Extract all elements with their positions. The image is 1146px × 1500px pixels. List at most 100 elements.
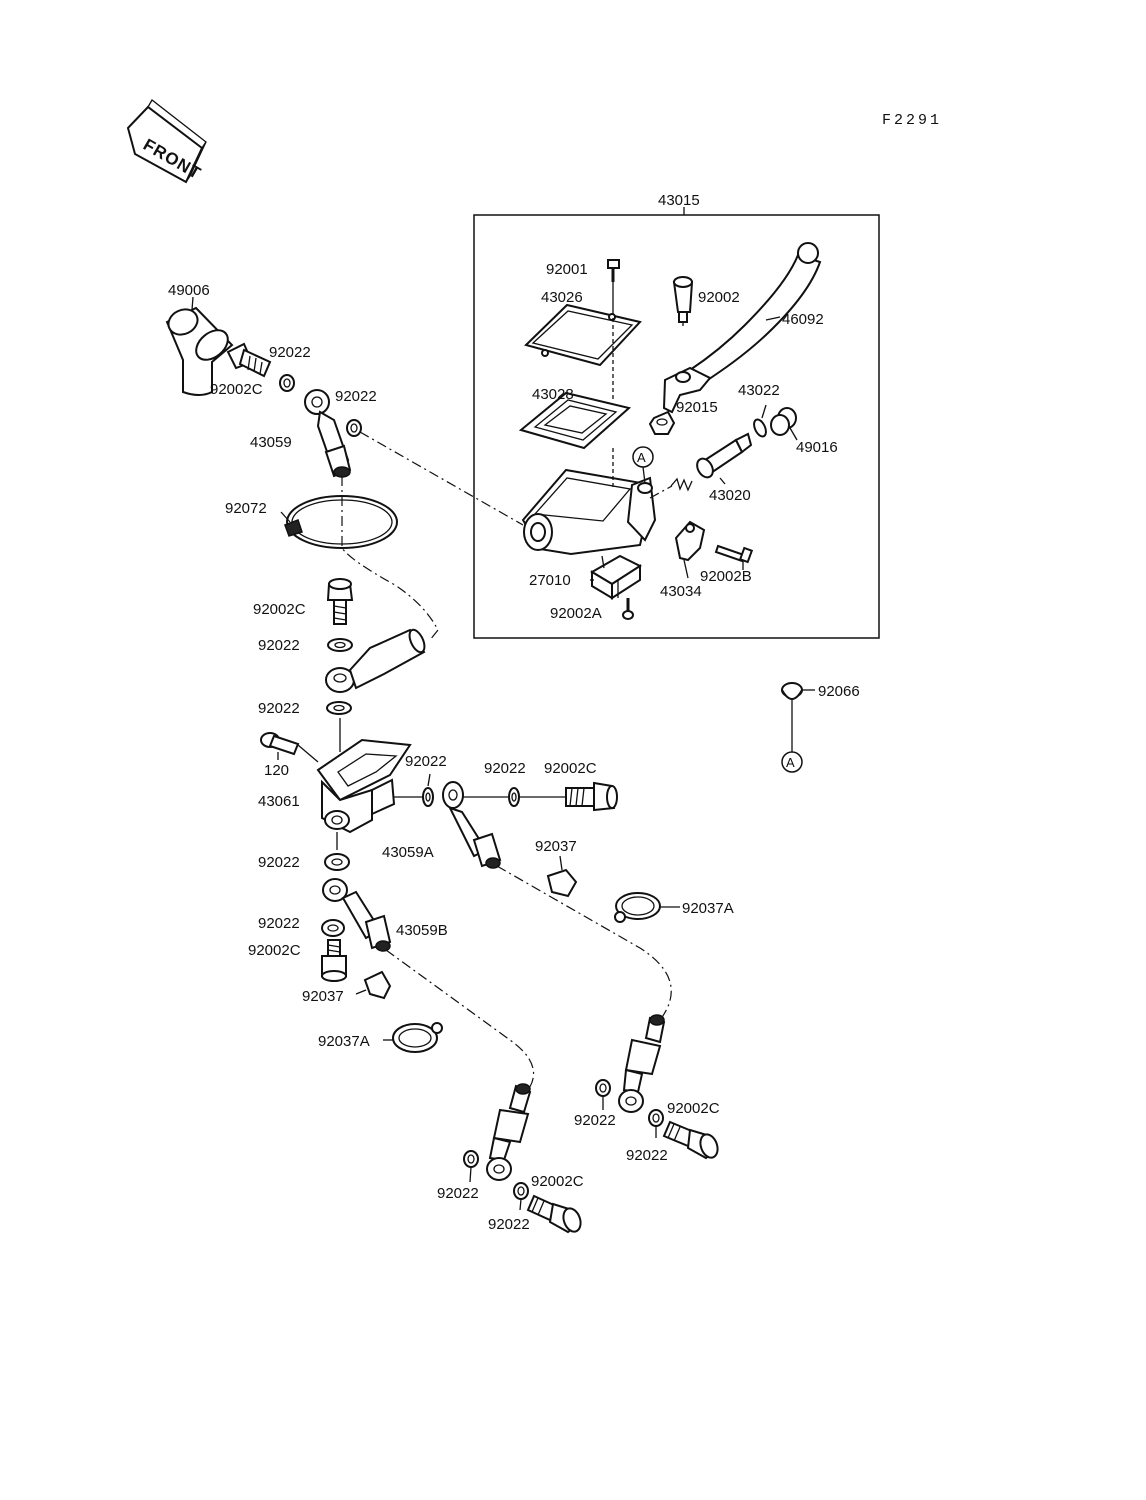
holder-43034 (674, 520, 706, 579)
marker-a-label: A (637, 450, 646, 465)
master-cylinder-body (521, 448, 657, 556)
label-43059A: 43059A (382, 844, 434, 861)
front-arrow: FRONT (126, 99, 207, 184)
label-92002C-a: 92002C (210, 381, 263, 398)
label-43022: 43022 (738, 382, 780, 399)
label-92022-i: 92022 (437, 1185, 479, 1202)
banjo-bolt-92002C-f (662, 1120, 719, 1160)
cap-92066 (781, 682, 815, 752)
label-92015: 92015 (676, 399, 718, 416)
banjo-bolt-92002C-d (321, 939, 347, 982)
label-92002C-d: 92002C (248, 942, 301, 959)
label-92022-e: 92022 (405, 753, 447, 770)
hose-fitting-43059B (322, 878, 392, 952)
label-92022-a: 92022 (269, 344, 311, 361)
washer-92022-l (648, 1109, 664, 1138)
banjo-bolt-92002C-upper (226, 342, 272, 378)
diaphragm-43028 (518, 318, 632, 450)
screw-92001 (607, 259, 620, 318)
washer-92022-b (346, 419, 362, 437)
label-43020: 43020 (709, 487, 751, 504)
brake-lever-46092 (662, 242, 822, 414)
clip-92037-right (546, 855, 578, 898)
label-92001: 92001 (546, 261, 588, 278)
label-43028: 43028 (532, 386, 574, 403)
joint-block-43061 (316, 718, 422, 850)
nut-92015 (648, 410, 676, 435)
washer-92022-a (279, 374, 295, 392)
label-92022-d: 92022 (258, 700, 300, 717)
label-43059B: 43059B (396, 922, 448, 939)
master-cylinder-assembly-box: 43015 (473, 192, 880, 639)
label-49006: 49006 (168, 282, 210, 299)
screw-92002A (622, 598, 634, 620)
banjo-bolt-92002C-b (326, 578, 354, 625)
washer-92022-e (422, 773, 434, 807)
label-92037-a: 92037 (535, 838, 577, 855)
label-120: 120 (264, 762, 289, 779)
label-43026: 43026 (541, 289, 583, 306)
label-43061: 43061 (258, 793, 300, 810)
marker-a-label-2: A (786, 755, 795, 770)
hose-run-left (385, 949, 535, 1091)
label-92022-g: 92022 (258, 854, 300, 871)
clamp-92037A-right (614, 892, 680, 923)
label-92002C-e: 92002C (531, 1173, 584, 1190)
washer-92022-f (508, 787, 566, 807)
label-92037A-b: 92037A (318, 1033, 370, 1050)
hose-run-upper (341, 476, 439, 641)
washer-92022-j (513, 1182, 529, 1211)
clamp-92037A-left (383, 1022, 443, 1053)
label-92022-j: 92022 (488, 1216, 530, 1233)
label-92022-h: 92022 (258, 915, 300, 932)
washer-92022-k (595, 1079, 611, 1110)
clip-92037-left (355, 970, 392, 1000)
label-49016: 49016 (796, 439, 838, 456)
label-92002B: 92002B (700, 568, 752, 585)
label-92022-k: 92022 (574, 1112, 616, 1129)
label-46092: 46092 (782, 311, 824, 328)
diagram-code: F2291 (882, 112, 942, 129)
washer-92022-h (321, 919, 345, 937)
label-92037A-a: 92037A (682, 900, 734, 917)
clamp-band-92072 (280, 495, 398, 549)
label-92002C-b: 92002C (253, 601, 306, 618)
pivot-bolt-92002 (672, 276, 694, 326)
washer-92022-c (327, 638, 353, 652)
reference-marker-a-top: A (632, 446, 654, 484)
bolt-120 (260, 732, 319, 763)
clip-43022 (753, 404, 767, 438)
piston-kit-43020 (649, 432, 753, 499)
label-27010: 27010 (529, 572, 571, 589)
label-92066: 92066 (818, 683, 860, 700)
hose-fitting-lower-right (618, 1014, 666, 1113)
hose-fitting-43059 (304, 389, 352, 478)
washer-92022-i (463, 1150, 479, 1183)
label-92037-b: 92037 (302, 988, 344, 1005)
brake-switch-27010 (590, 554, 643, 600)
reservoir-cap-49006 (165, 296, 234, 396)
label-92022-l: 92022 (626, 1147, 668, 1164)
label-92022-b: 92022 (335, 388, 377, 405)
hose-fitting-middle (325, 628, 426, 693)
label-92022-f: 92022 (484, 760, 526, 777)
bolt-92002B (714, 544, 754, 570)
washer-92022-g (324, 853, 350, 871)
label-43059: 43059 (250, 434, 292, 451)
washer-92022-d (326, 701, 352, 715)
hose-run-right (496, 865, 672, 1021)
label-92072: 92072 (225, 500, 267, 517)
label-43034: 43034 (660, 583, 702, 600)
banjo-bolt-92002C-c (565, 781, 618, 812)
hose-fitting-43059A (442, 781, 508, 869)
hose-fitting-lower-left (486, 1083, 532, 1181)
label-92002A: 92002A (550, 605, 602, 622)
banjo-bolt-92002C-e (526, 1194, 582, 1234)
boot-49016 (770, 407, 798, 441)
reservoir-cover-43026 (524, 303, 642, 367)
assembly-label: 43015 (658, 192, 700, 209)
label-92002-top: 92002 (698, 289, 740, 306)
label-92002C-c: 92002C (544, 760, 597, 777)
reference-marker-a-bottom: A (781, 751, 803, 773)
